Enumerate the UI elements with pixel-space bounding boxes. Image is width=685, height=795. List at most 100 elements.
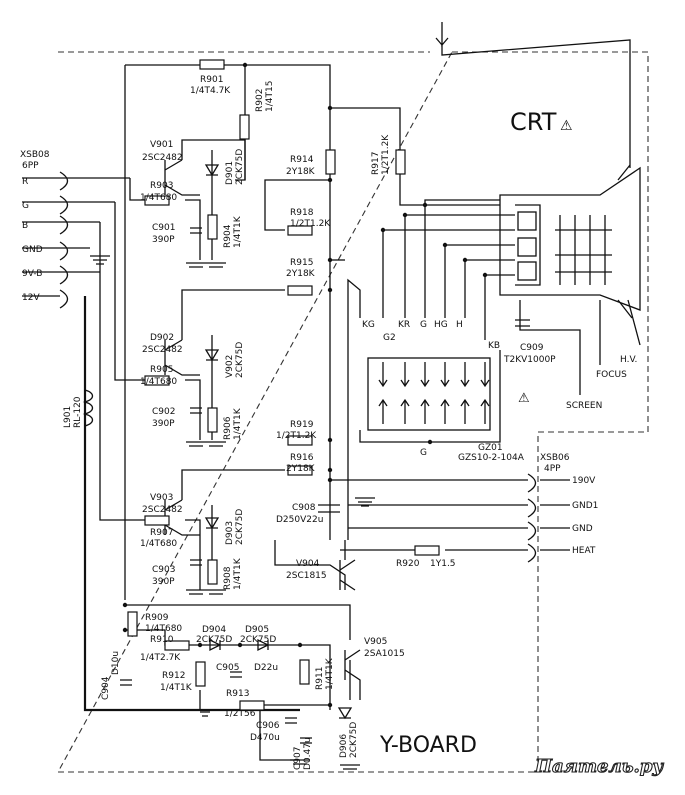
d904-value: 2CK75D bbox=[196, 635, 232, 645]
socket-arrow-down-icon bbox=[440, 362, 450, 388]
v905-value: 2SA1015 bbox=[364, 649, 405, 659]
r919-value: 1/2T1.2K bbox=[276, 431, 317, 441]
pin-kb: KB bbox=[488, 341, 500, 351]
socket-arrow-down-icon bbox=[378, 362, 388, 388]
c901-symbol bbox=[190, 227, 202, 234]
r917-ref: R917 bbox=[371, 152, 381, 175]
board-title: Y-BOARD bbox=[379, 733, 477, 758]
socket-arrow-up-icon bbox=[420, 398, 430, 424]
socket-arrow-down-icon bbox=[400, 362, 410, 388]
component-labels: R901 1/4T4.7K R902 1/4T15 V901 2SC2482 R… bbox=[63, 75, 556, 770]
pin-g: G bbox=[420, 320, 427, 330]
r903-value: 1/4T680 bbox=[140, 193, 177, 203]
c909-value: T2KV1000P bbox=[503, 355, 556, 365]
pin-kg: KG bbox=[362, 320, 375, 330]
r911-value: 1/4T1K bbox=[325, 657, 335, 690]
r913-symbol bbox=[239, 700, 265, 711]
xsb06-line-heat: HEAT bbox=[572, 546, 596, 556]
r909-value: 1/4T680 bbox=[145, 624, 182, 634]
r915-value: 2Y18K bbox=[286, 269, 316, 279]
l901-symbol bbox=[82, 389, 94, 427]
r918-symbol bbox=[287, 225, 313, 236]
c902-ref: C902 bbox=[152, 407, 175, 417]
xsb08-pins: 6PP bbox=[22, 161, 39, 171]
c908-symbol bbox=[318, 504, 340, 513]
pin-g2: G2 bbox=[383, 333, 396, 343]
r911-symbol bbox=[299, 659, 310, 685]
d906-symbol bbox=[337, 707, 353, 720]
r920-value: 1Y1.5 bbox=[430, 559, 456, 569]
r919-symbol bbox=[287, 435, 313, 446]
socket-warning-icon: ⚠ bbox=[518, 391, 530, 406]
c902-value: 390P bbox=[152, 419, 175, 429]
ground-symbols bbox=[90, 255, 375, 770]
r912-symbol bbox=[195, 661, 206, 687]
r907-symbol bbox=[144, 515, 170, 526]
connector-xsb06 bbox=[330, 473, 570, 563]
c904-ref: C904 bbox=[101, 676, 111, 700]
r906-ref: R906 bbox=[223, 416, 233, 440]
c905-symbol bbox=[230, 671, 242, 678]
component-symbols bbox=[82, 59, 440, 744]
channel-v901 bbox=[129, 139, 330, 260]
r906-value: 1/4T1K bbox=[233, 407, 243, 440]
d906-ref: D906 bbox=[339, 734, 349, 758]
r914-symbol bbox=[325, 149, 336, 175]
r914-ref: R914 bbox=[290, 155, 314, 165]
r909-symbol bbox=[127, 611, 138, 637]
crt-socket-gz01 bbox=[359, 350, 501, 443]
r915-symbol bbox=[287, 285, 313, 296]
channel-v903 bbox=[99, 222, 285, 590]
r917-value: 1/2T1.2K bbox=[381, 134, 391, 175]
r907-ref: R907 bbox=[150, 528, 173, 538]
xsb06-name: XSB06 bbox=[540, 453, 570, 463]
c901-value: 390P bbox=[152, 235, 175, 245]
socket-part: GZS10-2-104A bbox=[458, 453, 525, 463]
c901-ref: C901 bbox=[152, 223, 175, 233]
d901-ref: D901 bbox=[225, 161, 235, 185]
crt-warning-icon: ⚠ bbox=[560, 118, 573, 134]
xsb08-line-gnd: GND bbox=[22, 245, 43, 255]
d906-value: 2CK75D bbox=[349, 722, 359, 758]
d904-ref: D904 bbox=[202, 625, 226, 635]
c905-ref: C905 bbox=[216, 663, 239, 673]
xsb08-line-9v: 9V-B bbox=[22, 269, 42, 279]
c903-symbol bbox=[190, 559, 202, 566]
xsb06-line-gnd: GND bbox=[572, 524, 593, 534]
r910-symbol bbox=[164, 640, 190, 651]
r901-ref: R901 bbox=[200, 75, 223, 85]
v902-ref: V902 bbox=[225, 355, 235, 378]
socket-g-label: G bbox=[420, 448, 427, 458]
r904-ref: R904 bbox=[223, 224, 233, 248]
xsb08-line-b: B bbox=[22, 221, 28, 231]
xsb08-line-g: G bbox=[22, 201, 29, 211]
d903-symbol bbox=[204, 517, 220, 530]
focus-label: FOCUS bbox=[596, 370, 627, 380]
r903-symbol bbox=[144, 195, 170, 206]
l901-value: RL-120 bbox=[73, 396, 83, 428]
d905-value: 2CK75D bbox=[240, 635, 276, 645]
v904-ref: V904 bbox=[296, 559, 320, 569]
r913-ref: R913 bbox=[226, 689, 249, 699]
hv-label: H.V. bbox=[620, 355, 637, 365]
r916-ref: R916 bbox=[290, 453, 314, 463]
d903-value: 2CK75D bbox=[235, 509, 245, 545]
v901-ref: V901 bbox=[150, 140, 173, 150]
r901-value: 1/4T4.7K bbox=[190, 86, 231, 96]
socket-arrow-down-icon bbox=[420, 362, 430, 388]
socket-labels: G GZ01 GZS10-2-104A ⚠ bbox=[420, 391, 530, 463]
socket-arrow-up-icon bbox=[460, 398, 470, 424]
r907-value: 1/4T680 bbox=[140, 539, 177, 549]
l901-ref: L901 bbox=[63, 406, 73, 428]
v903-value: 2SC2482 bbox=[142, 505, 183, 515]
junction-dots bbox=[122, 62, 488, 708]
crt-pin-labels: KG KR G HG H G2 KB bbox=[362, 320, 500, 351]
r902-ref: R902 bbox=[255, 89, 265, 112]
d905-symbol bbox=[257, 638, 270, 652]
xsb06-line-gnd1: GND1 bbox=[572, 501, 598, 511]
socket-arrow-up-icon bbox=[480, 398, 490, 424]
r901-symbol bbox=[199, 59, 225, 70]
c908-value: D250V22u bbox=[276, 515, 323, 525]
c906-value: D470u bbox=[250, 733, 280, 743]
r920-symbol bbox=[414, 545, 440, 556]
